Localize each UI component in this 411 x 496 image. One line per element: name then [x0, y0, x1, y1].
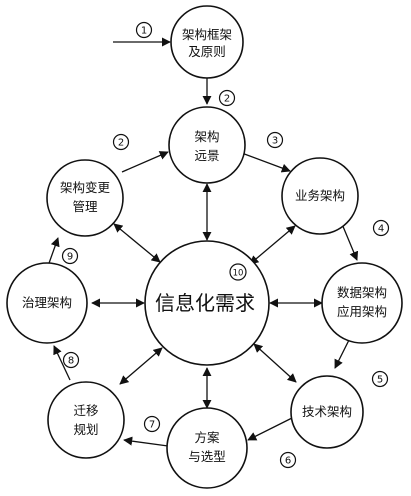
step-marker-1-label: 1	[141, 26, 147, 37]
spoke-migration	[119, 347, 163, 385]
spoke-change	[113, 223, 161, 263]
node-migration-line1: 迁移	[73, 403, 98, 418]
node-vision-line1: 架构	[194, 129, 219, 144]
step-marker-1: 1	[135, 21, 153, 39]
step-marker-10: 10	[229, 263, 247, 281]
edge-governance-change	[47, 237, 60, 267]
step-marker-7: 7	[143, 415, 161, 433]
edge-vision-business	[238, 151, 291, 173]
node-framework: 架构框架 及原则	[170, 5, 244, 79]
step-marker-2-top-label: 2	[224, 94, 230, 105]
edge-business-dataapp	[341, 223, 359, 261]
node-governance: 治理架构	[6, 262, 88, 344]
step-marker-2-top: 2	[218, 89, 236, 107]
step-marker-5-label: 5	[377, 375, 383, 386]
edge-change-vision	[121, 151, 169, 173]
node-solution: 方案 与选型	[166, 407, 248, 489]
node-center: 信息化需求	[144, 240, 270, 366]
node-center-label: 信息化需求	[155, 291, 255, 315]
step-marker-9-label: 9	[67, 252, 73, 263]
node-business: 业务架构	[281, 157, 359, 235]
step-marker-6: 6	[279, 451, 297, 469]
step-marker-2-left-label: 2	[118, 138, 124, 149]
node-migration-line2: 规划	[73, 422, 98, 437]
edge-migration-governance	[53, 345, 71, 381]
edge-solution-migration	[123, 436, 169, 447]
node-data-app-line1: 数据架构	[337, 285, 387, 300]
node-solution-line2: 与选型	[188, 449, 226, 464]
node-change-line2: 管理	[72, 199, 98, 214]
step-marker-6-label: 6	[285, 456, 291, 467]
node-change-line1: 架构变更	[60, 180, 111, 195]
node-change: 架构变更 管理	[46, 159, 124, 237]
node-migration: 迁移 规划	[47, 381, 125, 459]
node-vision-line2: 远景	[194, 148, 219, 163]
step-marker-4-label: 4	[378, 224, 384, 235]
step-marker-10-label: 10	[233, 269, 244, 279]
node-governance-line1: 治理架构	[22, 295, 72, 310]
step-marker-9: 9	[61, 247, 79, 265]
spoke-business	[249, 225, 296, 265]
step-marker-5: 5	[371, 370, 389, 388]
step-marker-3: 3	[266, 131, 284, 149]
node-data-app-line2: 应用架构	[337, 304, 387, 319]
node-technology-line1: 技术架构	[302, 404, 352, 419]
edge-technology-solution	[247, 415, 297, 441]
spoke-technology	[253, 343, 297, 383]
node-business-line1: 业务架构	[295, 188, 345, 203]
step-marker-2-left: 2	[112, 133, 130, 151]
step-marker-3-label: 3	[272, 136, 278, 147]
node-vision: 架构 远景	[168, 106, 246, 184]
step-marker-8-label: 8	[68, 356, 74, 367]
step-marker-7-label: 7	[149, 420, 155, 431]
step-marker-8: 8	[62, 351, 80, 369]
node-framework-line2: 及原则	[188, 44, 226, 59]
step-marker-4: 4	[372, 219, 390, 237]
node-solution-line1: 方案	[194, 430, 220, 445]
node-data-app: 数据架构 应用架构	[321, 262, 403, 344]
node-technology: 技术架构	[290, 375, 364, 449]
edge-dataapp-technology	[334, 337, 351, 369]
node-framework-line1: 架构框架	[182, 27, 232, 42]
